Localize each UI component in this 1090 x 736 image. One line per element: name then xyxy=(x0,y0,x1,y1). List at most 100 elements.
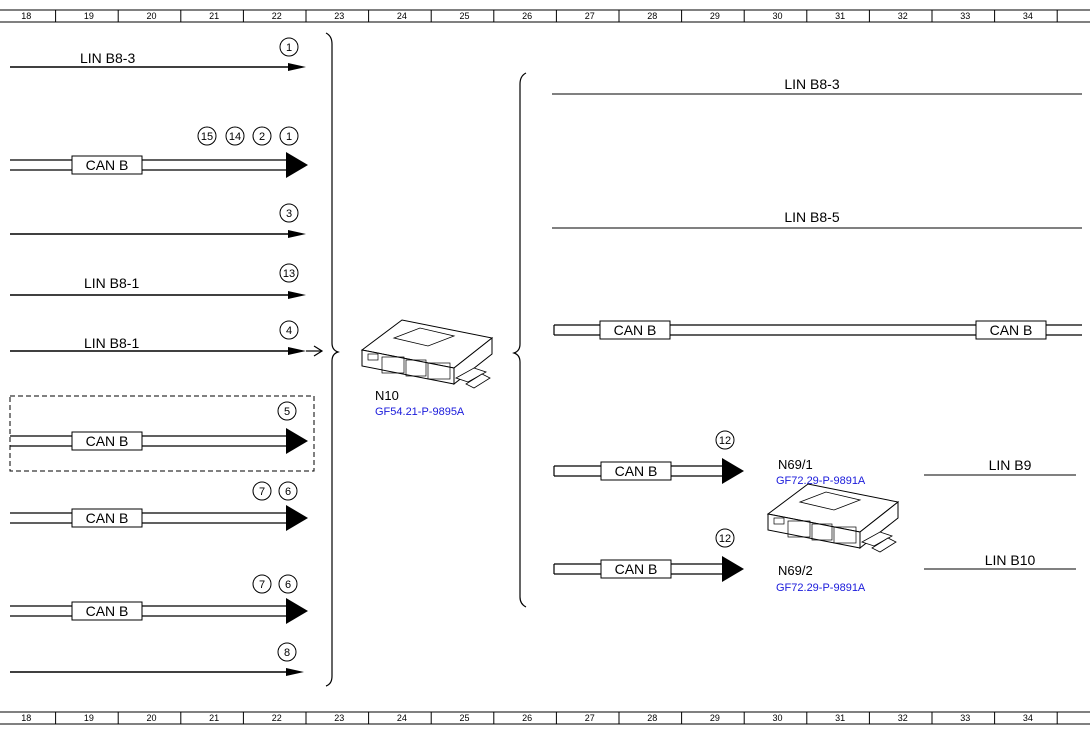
module-n69-1-ref: GF72.29-P-9891A xyxy=(776,475,866,487)
ruler-top-label-23: 23 xyxy=(334,11,344,21)
svg-text:15: 15 xyxy=(201,131,213,143)
ruler-top-label-19: 19 xyxy=(84,11,94,21)
lin-b10-line: LIN B10 xyxy=(924,552,1076,570)
left-row-7: CAN B 7 6 xyxy=(10,481,308,531)
marker-12a: 12 xyxy=(715,430,735,450)
left-row-4-label: LIN B8-1 xyxy=(84,275,139,291)
ruler-top-label-24: 24 xyxy=(397,11,407,21)
ruler-top-label-30: 30 xyxy=(772,11,782,21)
left-row-1: LIN B8-3 1 xyxy=(10,37,306,71)
ruler-bottom-label-21: 21 xyxy=(209,713,219,723)
module-n10-graphic xyxy=(361,319,493,389)
left-row-5-label: LIN B8-1 xyxy=(84,335,139,351)
right-canbus-label-a: CAN B xyxy=(614,322,657,338)
marker-4: 4 xyxy=(279,320,299,340)
ruler-top-label-18: 18 xyxy=(21,11,31,21)
ruler-bottom-label-33: 33 xyxy=(960,713,970,723)
ruler-bottom-label-25: 25 xyxy=(459,713,469,723)
module-n10-ref: GF54.21-P-9895A xyxy=(375,406,465,418)
right-canbus-through: CAN B CAN B xyxy=(553,320,1082,340)
ruler-bottom-label-19: 19 xyxy=(84,713,94,723)
marker-3: 3 xyxy=(279,203,299,223)
svg-text:7: 7 xyxy=(259,486,265,498)
svg-text:8: 8 xyxy=(284,647,290,659)
n69-2-can-label: CAN B xyxy=(615,561,658,577)
left-row-5: LIN B8-1 4 xyxy=(10,320,324,357)
svg-text:2: 2 xyxy=(259,131,265,143)
right-lin-b8-5-label: LIN B8-5 xyxy=(784,209,839,225)
right-bracket xyxy=(512,72,527,608)
left-row-7-label: CAN B xyxy=(86,510,129,526)
right-lin-b8-3: LIN B8-3 xyxy=(552,76,1082,95)
ruler-bottom-label-29: 29 xyxy=(710,713,720,723)
ruler-top-label-20: 20 xyxy=(146,11,156,21)
marker-15: 15 xyxy=(197,126,217,146)
left-row-8: CAN B 7 6 xyxy=(10,574,308,624)
ruler-bottom-label-24: 24 xyxy=(397,713,407,723)
right-canbus-label-b: CAN B xyxy=(990,322,1033,338)
left-row-3: 3 xyxy=(10,203,306,238)
svg-text:13: 13 xyxy=(283,268,295,280)
svg-text:12: 12 xyxy=(719,435,731,447)
ruler-bottom-label-32: 32 xyxy=(898,713,908,723)
module-n69-2-ref: GF72.29-P-9891A xyxy=(776,582,866,594)
svg-text:4: 4 xyxy=(286,325,292,337)
lin-b9-line: LIN B9 xyxy=(924,457,1076,476)
svg-text:6: 6 xyxy=(285,579,291,591)
n69-1-can-input: CAN B 12 xyxy=(553,430,744,484)
marker-1: 1 xyxy=(279,37,299,57)
ruler-top-label-29: 29 xyxy=(710,11,720,21)
module-n69-1-name: N69/1 xyxy=(778,457,813,472)
svg-text:12: 12 xyxy=(719,533,731,545)
right-lin-b8-5: LIN B8-5 xyxy=(552,209,1082,229)
left-row-1-label: LIN B8-3 xyxy=(80,50,135,66)
ruler-top-label-27: 27 xyxy=(585,11,595,21)
module-n69-graphic xyxy=(767,483,899,553)
svg-text:14: 14 xyxy=(229,131,241,143)
svg-text:1: 1 xyxy=(286,131,292,143)
ruler-top-label-31: 31 xyxy=(835,11,845,21)
ruler-bottom-label-28: 28 xyxy=(647,713,657,723)
svg-text:3: 3 xyxy=(286,208,292,220)
marker-1b: 1 xyxy=(279,126,299,146)
marker-2: 2 xyxy=(252,126,272,146)
ruler-top-label-28: 28 xyxy=(647,11,657,21)
left-row-2: CAN B 15 14 2 1 xyxy=(10,126,308,178)
lin-b9-label: LIN B9 xyxy=(989,457,1032,473)
marker-13: 13 xyxy=(279,263,299,283)
left-row-2-label: CAN B xyxy=(86,157,129,173)
marker-6b: 6 xyxy=(278,574,298,594)
ruler-bottom-label-27: 27 xyxy=(585,713,595,723)
ruler-top-label-32: 32 xyxy=(898,11,908,21)
marker-12b: 12 xyxy=(715,528,735,548)
optional-group-box xyxy=(9,395,315,472)
ruler-bottom-label-22: 22 xyxy=(272,713,282,723)
n69-2-can-input: CAN B 12 xyxy=(553,528,744,582)
left-row-6: CAN B 5 xyxy=(9,395,315,472)
ruler-bottom-label-23: 23 xyxy=(334,713,344,723)
left-row-8-label: CAN B xyxy=(86,603,129,619)
ruler-top-label-34: 34 xyxy=(1023,11,1033,21)
marker-6: 6 xyxy=(278,481,298,501)
ruler-top-label-26: 26 xyxy=(522,11,532,21)
left-bracket xyxy=(325,32,340,687)
lin-b10-label: LIN B10 xyxy=(985,552,1036,568)
ruler-bottom-label-20: 20 xyxy=(146,713,156,723)
svg-text:5: 5 xyxy=(284,406,290,418)
ruler-bottom-label-30: 30 xyxy=(772,713,782,723)
left-row-4: LIN B8-1 13 xyxy=(10,263,306,299)
right-lin-b8-3-label: LIN B8-3 xyxy=(784,76,839,92)
n69-1-can-label: CAN B xyxy=(615,463,658,479)
marker-8: 8 xyxy=(277,642,297,662)
marker-14: 14 xyxy=(225,126,245,146)
svg-text:7: 7 xyxy=(259,579,265,591)
marker-5: 5 xyxy=(277,401,297,421)
ruler-bottom-label-26: 26 xyxy=(522,713,532,723)
marker-7b: 7 xyxy=(252,574,272,594)
ruler-top-label-25: 25 xyxy=(459,11,469,21)
marker-7: 7 xyxy=(252,481,272,501)
ruler-bottom-label-34: 34 xyxy=(1023,713,1033,723)
